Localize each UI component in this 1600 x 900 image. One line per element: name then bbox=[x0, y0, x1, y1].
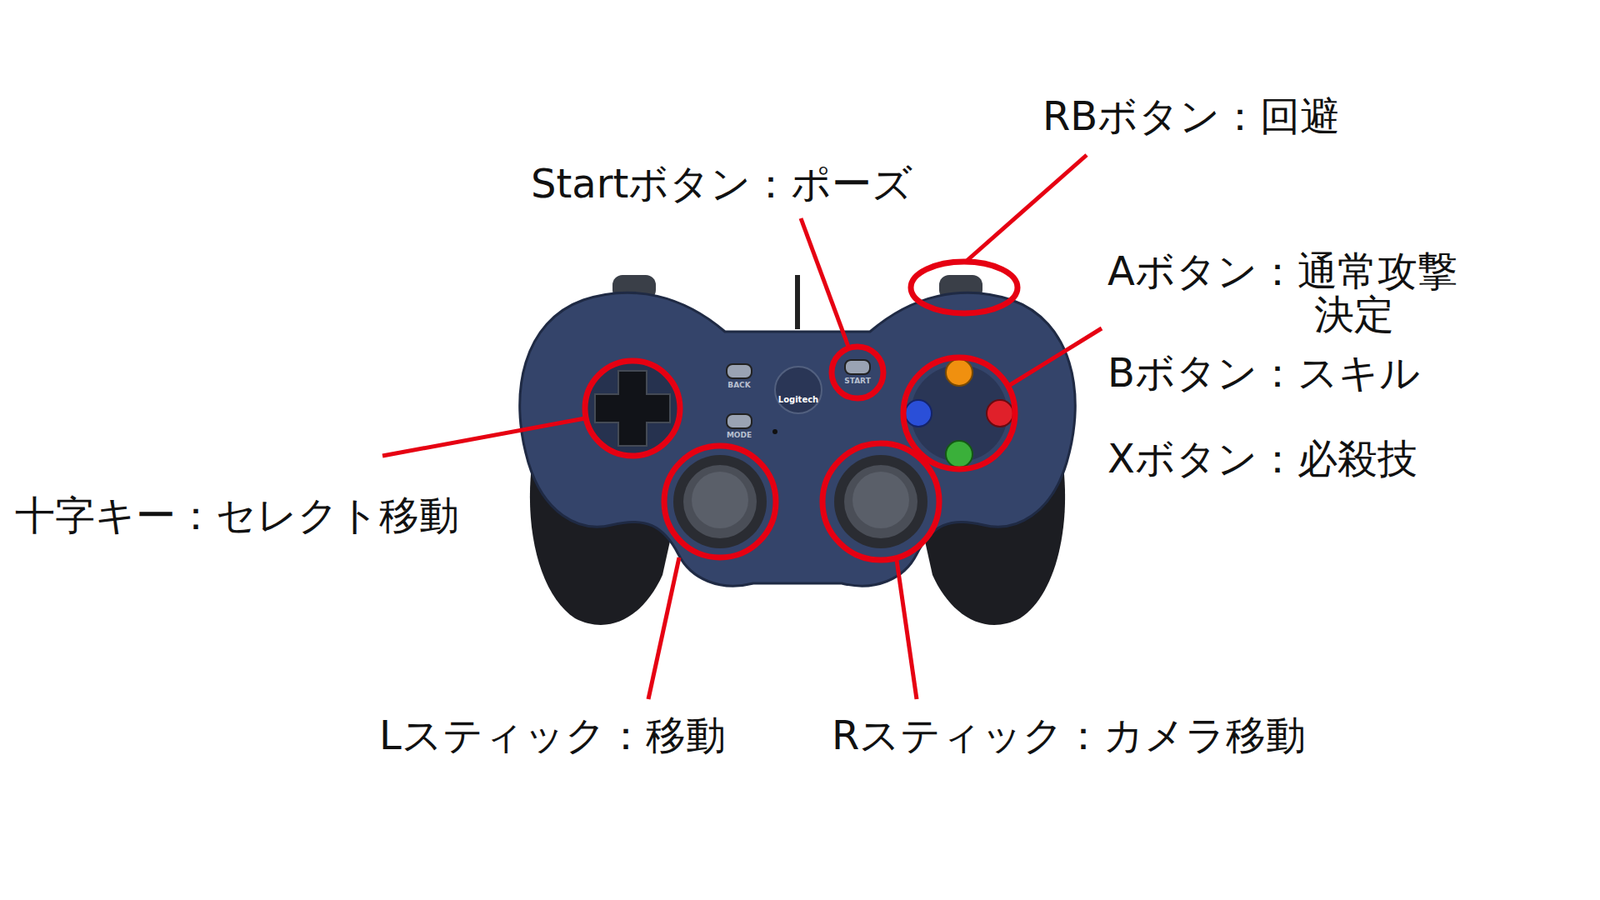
callout-label: Xボタン：必殺技 bbox=[1107, 437, 1418, 481]
callout-label: Startボタン：ポーズ bbox=[530, 162, 913, 206]
callout-label: Aボタン：通常攻撃 決定 bbox=[1107, 250, 1500, 337]
callout-label: RBボタン：回避 bbox=[1042, 95, 1340, 139]
brand-logo-text: Logitech bbox=[778, 395, 819, 405]
callout-label: 十字キー：セレクト移動 bbox=[15, 494, 460, 538]
button-print: BACK bbox=[727, 380, 750, 390]
button-print: START bbox=[844, 376, 871, 385]
callout-label: Lスティック：移動 bbox=[379, 714, 726, 758]
callout-label: Bボタン：スキル bbox=[1107, 351, 1420, 395]
button-print: MODE bbox=[726, 430, 752, 440]
callout-label: Rスティック：カメラ移動 bbox=[831, 714, 1306, 758]
